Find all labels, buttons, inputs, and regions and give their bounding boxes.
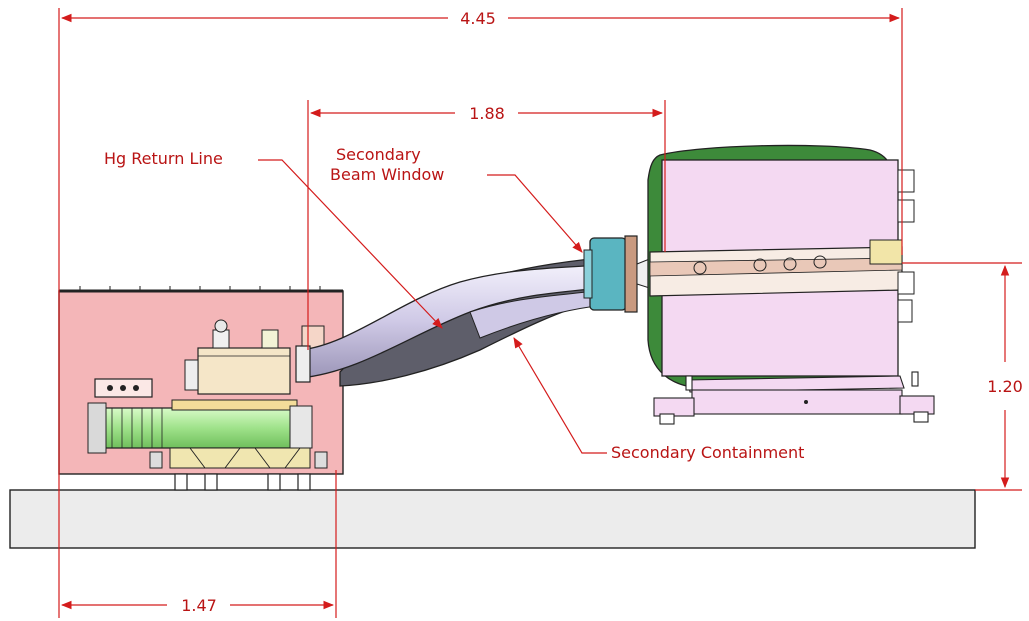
- dimension-window-offset: 1.88: [469, 104, 505, 123]
- hg-loop-enclosure: [58, 286, 344, 491]
- storage-tank: [197, 347, 291, 395]
- dimension-module-length: 1.47: [181, 596, 217, 615]
- dimension-beam-height: 1.20: [987, 377, 1023, 396]
- capture-solenoid: [647, 144, 935, 425]
- leader-secondary-containment: [513, 337, 607, 454]
- base-slab: [9, 489, 976, 549]
- label-hg-return-line: Hg Return Line: [104, 149, 223, 168]
- label-secondary-beam-window-line2: Beam Window: [330, 165, 444, 184]
- leader-hg-return-line: [258, 159, 443, 329]
- label-secondary-beam-window-line1: Secondary: [336, 145, 421, 164]
- leader-secondary-beam-window: [487, 174, 583, 253]
- pipe-flange: [295, 345, 311, 383]
- dimension-overall-length: 4.45: [460, 9, 496, 28]
- label-secondary-containment: Secondary Containment: [611, 443, 804, 462]
- dimension-lines: [58, 8, 1022, 618]
